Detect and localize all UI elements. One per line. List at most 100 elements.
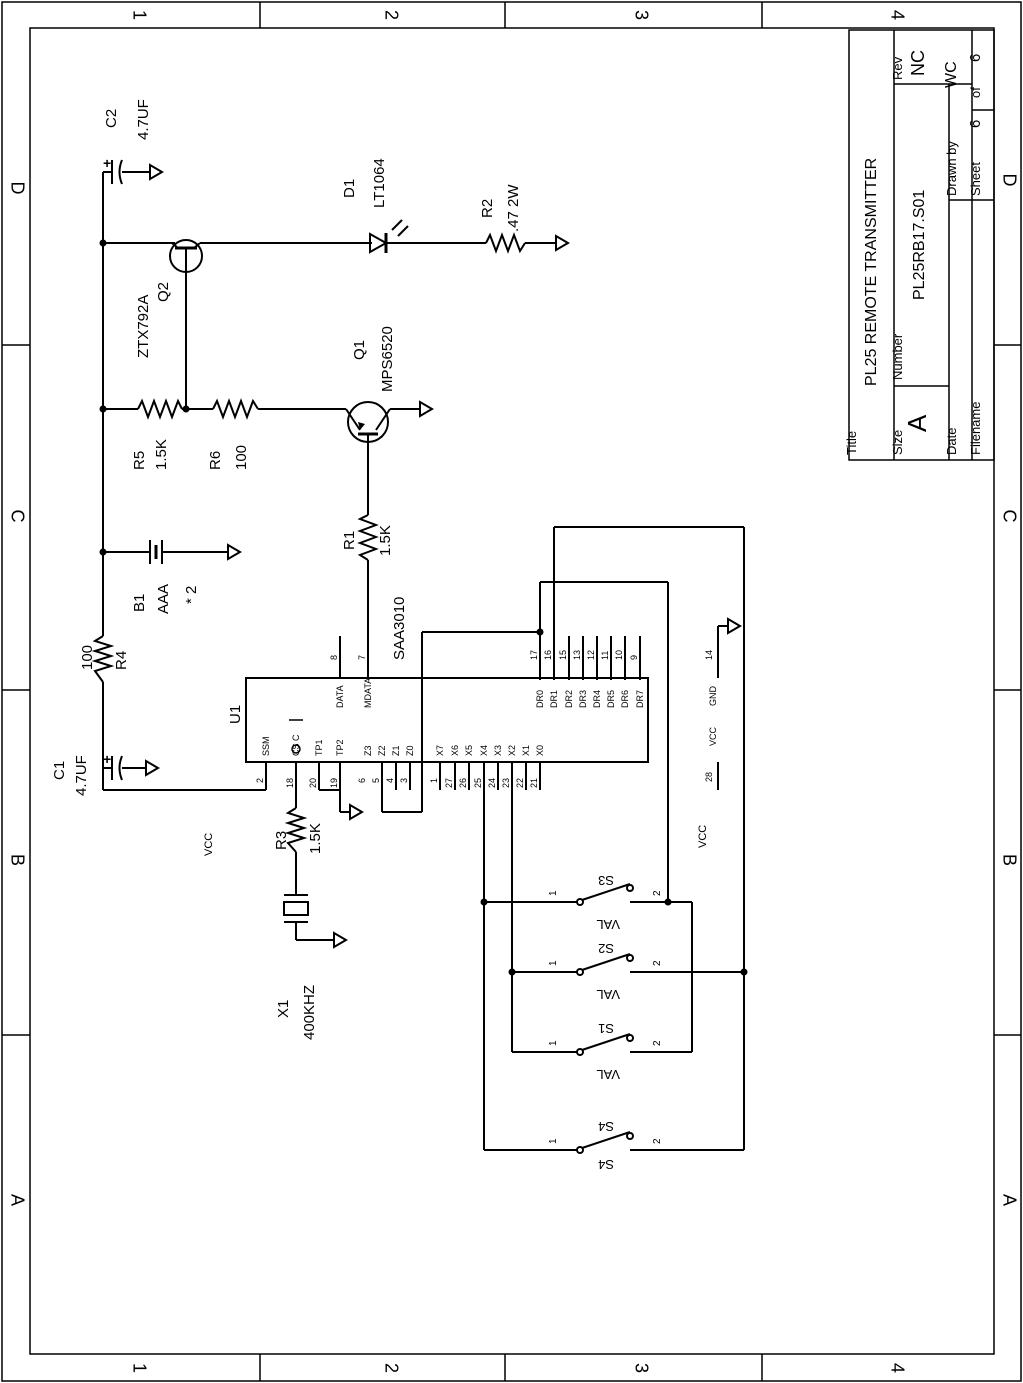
- q2-ref: Q2: [155, 282, 172, 302]
- s1-pin2: 2: [652, 1040, 663, 1046]
- u1-pin-number: 1: [429, 778, 439, 783]
- sheet-of-label: of: [968, 87, 983, 98]
- s1-value: VAL: [596, 1067, 620, 1082]
- b1-ref: B1: [131, 594, 148, 612]
- u1-pin-number: 23: [501, 778, 511, 788]
- r5-ref: R5: [131, 451, 148, 470]
- s3-pin1: 1: [548, 890, 559, 896]
- u1-pin-number: 4: [385, 778, 395, 783]
- u1-pin-number: 11: [600, 651, 610, 660]
- sheet-label: Sheet: [968, 162, 983, 196]
- col-label-3-top: 3: [631, 10, 651, 20]
- switch-s3-symbol: [576, 883, 634, 906]
- r4-value: 100: [79, 645, 96, 670]
- s2-pin2: 2: [652, 960, 663, 966]
- s2-ref: S2: [598, 941, 614, 956]
- col-label-1-bottom: 1: [129, 1363, 149, 1373]
- resistor-r2-symbol: [485, 232, 570, 254]
- resistor-r6-symbol: [212, 398, 259, 420]
- u1-pin-number: 21: [529, 778, 539, 788]
- s4-value: S4: [598, 1157, 614, 1172]
- u1-pin-number: 14: [704, 650, 714, 660]
- size-label: Size: [890, 430, 905, 455]
- sheet-value: 6: [967, 120, 984, 128]
- u1-pin-name-x2: X2: [507, 745, 517, 756]
- u1-pin-name-dr6: DR6: [620, 690, 630, 708]
- b1-value: AAA: [155, 584, 172, 614]
- u1-pin-name-z3: Z3: [363, 745, 373, 756]
- row-label-a-left: A: [7, 1194, 27, 1206]
- s3-ref: S3: [598, 873, 614, 888]
- u1-pin-name-dr0: DR0: [535, 690, 545, 708]
- u1-pin-name-x7: X7: [435, 745, 445, 756]
- drawn-by-value: WC: [943, 61, 960, 88]
- filename-label: Filename: [968, 402, 983, 455]
- u1-pin-number: 9: [629, 655, 639, 660]
- r2-ref: R2: [479, 199, 496, 218]
- r6-ref: R6: [207, 451, 224, 470]
- u1-pin-number: 6: [357, 778, 367, 783]
- q1-value: MPS6520: [379, 326, 396, 392]
- size-value: A: [902, 414, 932, 432]
- number-label: Number: [890, 333, 905, 380]
- col-label-4-top: 4: [887, 10, 907, 20]
- net-label-vcc-right: VCC: [697, 825, 709, 848]
- row-label-d-right: D: [999, 174, 1019, 187]
- row-label-c-left: C: [7, 510, 27, 523]
- col-label-3-bottom: 3: [631, 1363, 651, 1373]
- r4-ref: R4: [113, 651, 130, 670]
- u1-pin-number: 22: [515, 778, 525, 788]
- col-label-1-top: 1: [129, 10, 149, 20]
- s3-pin2: 2: [652, 890, 663, 896]
- number-value: PL25RB17.S01: [911, 190, 928, 300]
- switch-s2-symbol: [576, 953, 634, 976]
- s2-value: VAL: [596, 987, 620, 1002]
- s1-pin1: 1: [548, 1040, 559, 1046]
- u1-pin-name-tp2: TP2: [335, 739, 345, 756]
- u1-pin-name-gnd: GND: [708, 686, 718, 707]
- transistor-q2-symbol: [169, 239, 203, 273]
- row-label-d-left: D: [7, 182, 27, 195]
- u1-pin-name-x6: X6: [450, 745, 460, 756]
- u1-pin-name-ssm: SSM: [261, 736, 271, 756]
- svg-text:+: +: [103, 751, 111, 767]
- u1-pin-number: 15: [558, 650, 568, 660]
- d1-ref: D1: [341, 179, 358, 198]
- title-label: Title: [844, 431, 859, 455]
- q1-ref: Q1: [351, 340, 368, 360]
- u1-pin-name-mdata: MDATA: [363, 678, 373, 708]
- u1-pin-number: 20: [308, 778, 318, 788]
- u1-pin-number: 12: [586, 650, 596, 660]
- ground-arrow-q1: [419, 400, 434, 418]
- b1-qty: * 2: [183, 586, 200, 604]
- u1-pin-name-vcc: VCC: [708, 726, 718, 746]
- u1-pin-number: 13: [572, 650, 582, 660]
- u1-pin-number: 17: [529, 650, 539, 660]
- row-label-b-right: B: [999, 854, 1019, 866]
- drawn-by-label: Drawn by: [944, 141, 959, 196]
- u1-pin-name-dr2: DR2: [564, 690, 574, 708]
- s4-ref: S4: [598, 1119, 614, 1134]
- col-label-2-bottom: 2: [381, 1363, 401, 1373]
- u1-pin-name-z2: Z2: [377, 745, 387, 756]
- svg-text:+: +: [103, 155, 111, 171]
- u1-pin-name-dr1: DR1: [549, 690, 559, 708]
- junctions: [99, 239, 748, 976]
- col-label-2-top: 2: [381, 10, 401, 20]
- d1-value: LT1064: [371, 158, 388, 208]
- rev-label: Rev: [890, 56, 905, 80]
- c2-ref: C2: [103, 109, 120, 128]
- u1-pin-number: 19: [329, 778, 339, 788]
- u1-pin-number: 16: [543, 650, 553, 660]
- r3-ref: R3: [273, 831, 290, 850]
- u1-pin-number: 3: [399, 778, 409, 783]
- s1-ref: S1: [598, 1021, 614, 1036]
- r1-value: 1.5K: [377, 525, 394, 556]
- u1-pin-number: 5: [371, 778, 381, 783]
- s2-pin1: 1: [548, 960, 559, 966]
- title-value: PL25 REMOTE TRANSMITTER: [863, 158, 880, 386]
- crystal-x1-symbol: [283, 894, 348, 949]
- u1-pin-name-cs-c: CS C: [291, 734, 301, 756]
